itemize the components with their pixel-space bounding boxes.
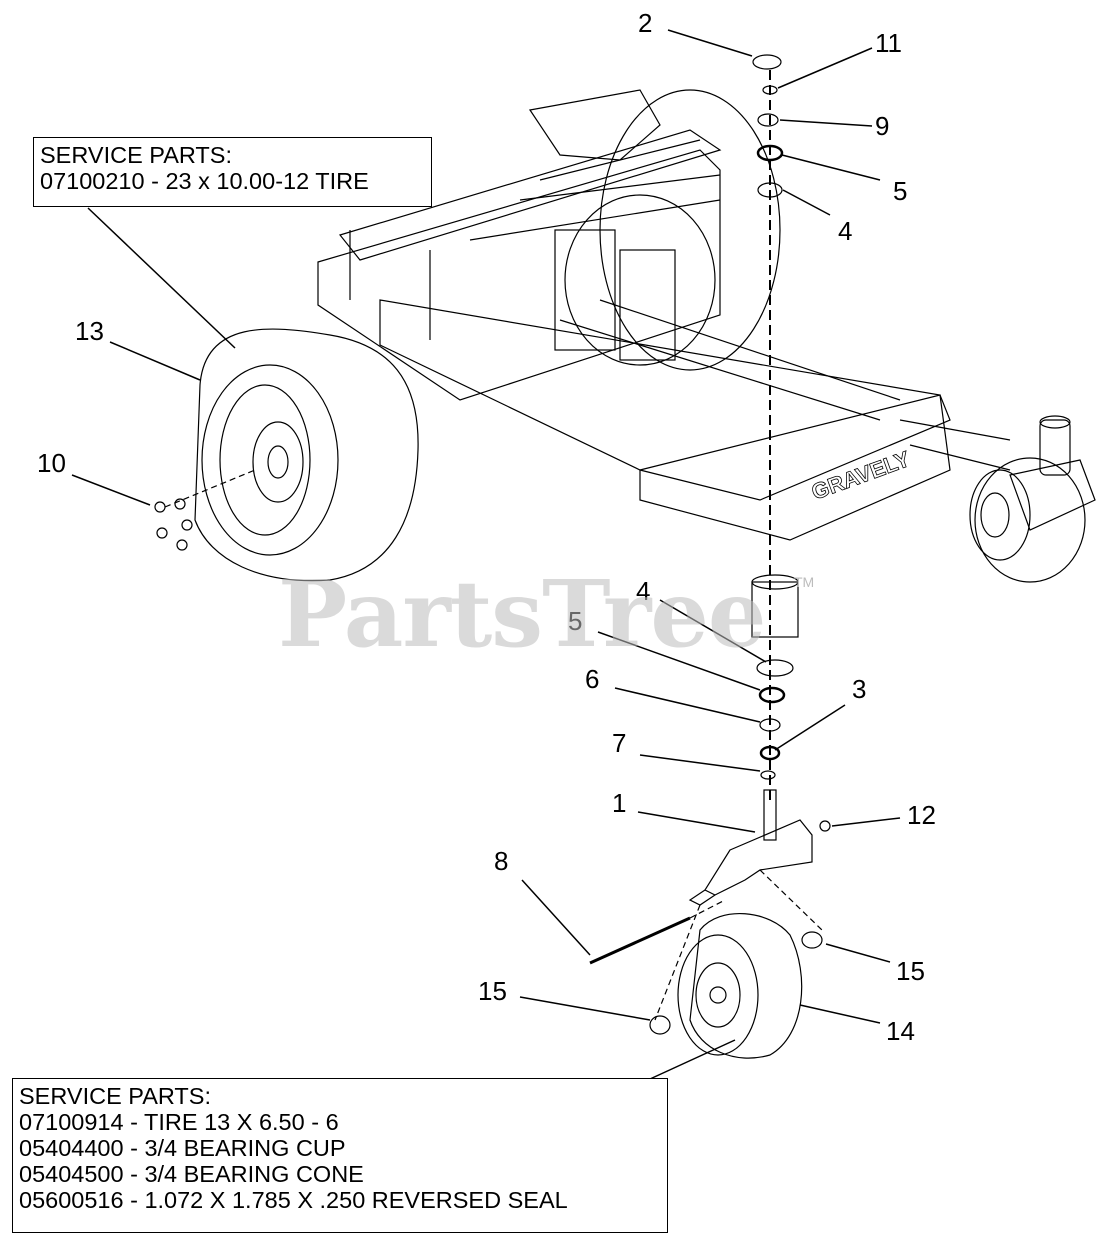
callout-4-top: 4 <box>838 216 852 246</box>
top-washer <box>762 85 778 95</box>
service-box-bottom-line: 07100914 - TIRE 13 X 6.50 - 6 <box>19 1109 339 1135</box>
service-parts-box-top: SERVICE PARTS: 07100210 - 23 x 10.00-12 … <box>33 137 432 207</box>
spindle-tube <box>751 581 799 638</box>
service-box-bottom-line: 05404400 - 3/4 BEARING CUP <box>19 1135 346 1161</box>
callout-15-left: 15 <box>478 976 507 1006</box>
rear-tire <box>194 328 419 582</box>
callout-5-bot: 5 <box>568 606 582 636</box>
callout-4-bot: 4 <box>636 576 650 606</box>
callout-8: 8 <box>494 846 508 876</box>
callout-3: 3 <box>852 674 866 704</box>
top-bearing-cone <box>756 144 784 162</box>
service-parts-box-bottom: SERVICE PARTS: 07100914 - TIRE 13 X 6.50… <box>12 1078 668 1233</box>
caster-spacer-right <box>801 931 823 949</box>
caster-fork <box>688 789 813 906</box>
spacer-washer <box>759 718 781 732</box>
caster-spacer-left <box>649 1015 671 1035</box>
service-box-bottom-line: SERVICE PARTS: <box>19 1083 211 1109</box>
bottom-bearing-cup <box>756 659 794 677</box>
service-box-bottom-line: 05404500 - 3/4 BEARING CONE <box>19 1161 364 1187</box>
dust-cap <box>752 54 782 70</box>
callout-6: 6 <box>585 664 599 694</box>
seal <box>759 745 781 761</box>
lug-nuts <box>154 498 193 551</box>
watermark: PartsTree <box>278 560 766 668</box>
service-box-top-line: SERVICE PARTS: <box>40 142 232 168</box>
top-bearing-cup <box>757 182 783 198</box>
callout-13: 13 <box>75 316 104 346</box>
thrust-washer <box>760 770 776 780</box>
mower-frame: GRAVELY <box>317 89 1096 541</box>
service-box-bottom-line: 05600516 - 1.072 X 1.785 X .250 REVERSED… <box>19 1187 568 1213</box>
caster-tire <box>677 912 803 1059</box>
callout-11: 11 <box>875 28 902 58</box>
callout-12: 12 <box>907 800 936 830</box>
callout-5-top: 5 <box>893 176 907 206</box>
top-nut <box>757 113 779 127</box>
frame-brand-text: GRAVELY <box>808 446 913 505</box>
right-caster-wheel <box>969 457 1086 583</box>
watermark-trademark: TM <box>794 574 815 590</box>
grease-fitting <box>819 820 831 832</box>
callout-15-right: 15 <box>896 956 925 986</box>
service-box-top-line: 07100210 - 23 x 10.00-12 TIRE <box>40 168 369 194</box>
callout-10: 10 <box>37 448 66 478</box>
callout-9: 9 <box>875 111 889 141</box>
callout-14: 14 <box>886 1016 915 1046</box>
callout-2-top: 2 <box>638 8 652 38</box>
callout-7: 7 <box>612 728 626 758</box>
callout-1: 1 <box>612 788 626 818</box>
axle-bolt <box>589 916 691 965</box>
bottom-bearing-cone <box>758 686 786 704</box>
